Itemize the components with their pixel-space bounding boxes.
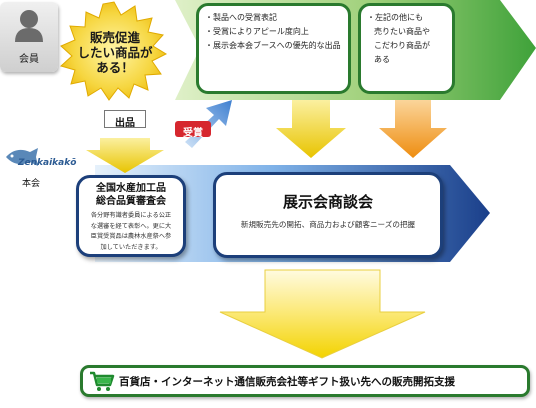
- headquarters-label: 本会: [22, 179, 41, 189]
- member-label: 会員: [19, 54, 39, 65]
- burst-text: 販売促進 したい商品が ある！: [72, 30, 158, 75]
- left-box-down-arrow: [276, 100, 346, 158]
- other-line: ・左記の他にも: [367, 13, 423, 22]
- big-down-arrow: [219, 269, 426, 359]
- right-box-down-arrow: [379, 100, 447, 158]
- exhibition-title: 展示会商談会: [282, 193, 373, 211]
- award-tag: 受賞: [175, 121, 211, 139]
- review-body-line: 各分野有識者委員による公正: [90, 212, 172, 219]
- shopping-cart-icon: [90, 371, 115, 391]
- review-body-line: な選審を経て表彰へ。更に大: [90, 222, 172, 230]
- benefit-item: ・展示会本会ブースへの優先的な出品: [205, 41, 341, 50]
- review-title-line: 総合品質審査会: [96, 196, 166, 207]
- member-panel: 会員: [0, 2, 58, 72]
- burst-line: 販売促進: [89, 30, 140, 45]
- award-label: 受賞: [183, 128, 203, 139]
- benefits-box: ・製品への受賞表記 ・受賞によりアピール度向上 ・展示会本会ブースへの優先的な出…: [196, 3, 351, 94]
- logo-wordmark: Zenkaikakō: [18, 158, 77, 168]
- other-line: ある: [374, 55, 390, 64]
- burst-line: したい商品が: [77, 45, 153, 60]
- person-icon: [15, 10, 43, 42]
- quality-review-box: 全国水産加工品 総合品質審査会 各分野有識者委員による公正 な選審を経て表彰へ。…: [76, 175, 186, 257]
- exhibition-subtitle: 新規販売先の開拓、商品力および顧客ニーズの把握: [240, 220, 416, 229]
- exhibit-label: 出品: [115, 118, 135, 129]
- review-title-line: 全国水産加工品: [96, 183, 166, 194]
- exhibit-tag: 出品: [104, 110, 146, 129]
- other-products-box: ・左記の他にも 売りたい商品や こだわり商品が ある: [358, 3, 455, 94]
- other-line: こだわり商品が: [374, 41, 430, 50]
- sales-support-bar: 百貨店・インターネット通信販売会社等ギフト扱い先への販売開拓支援: [80, 365, 530, 397]
- exhibition-box: 展示会商談会 新規販売先の開拓、商品力および顧客ニーズの把握: [213, 172, 443, 258]
- organization-logo: Zenkaikakō 本会: [4, 146, 84, 190]
- benefit-item: ・受賞によりアピール度向上: [205, 27, 309, 36]
- fish-logo-icon: [6, 148, 38, 166]
- review-body-line: 臣賞受賞品は農林水産祭へ参: [90, 233, 172, 240]
- exhibit-down-arrow: [86, 138, 164, 173]
- other-line: 売りたい商品や: [374, 27, 430, 36]
- sales-promo-burst: [59, 1, 168, 101]
- burst-line: ある！: [96, 60, 134, 75]
- review-body-line: 加していただきます。: [100, 243, 162, 251]
- sales-support-label: 百貨店・インターネット通信販売会社等ギフト扱い先への販売開拓支援: [119, 376, 455, 388]
- benefit-item: ・製品への受賞表記: [205, 13, 277, 22]
